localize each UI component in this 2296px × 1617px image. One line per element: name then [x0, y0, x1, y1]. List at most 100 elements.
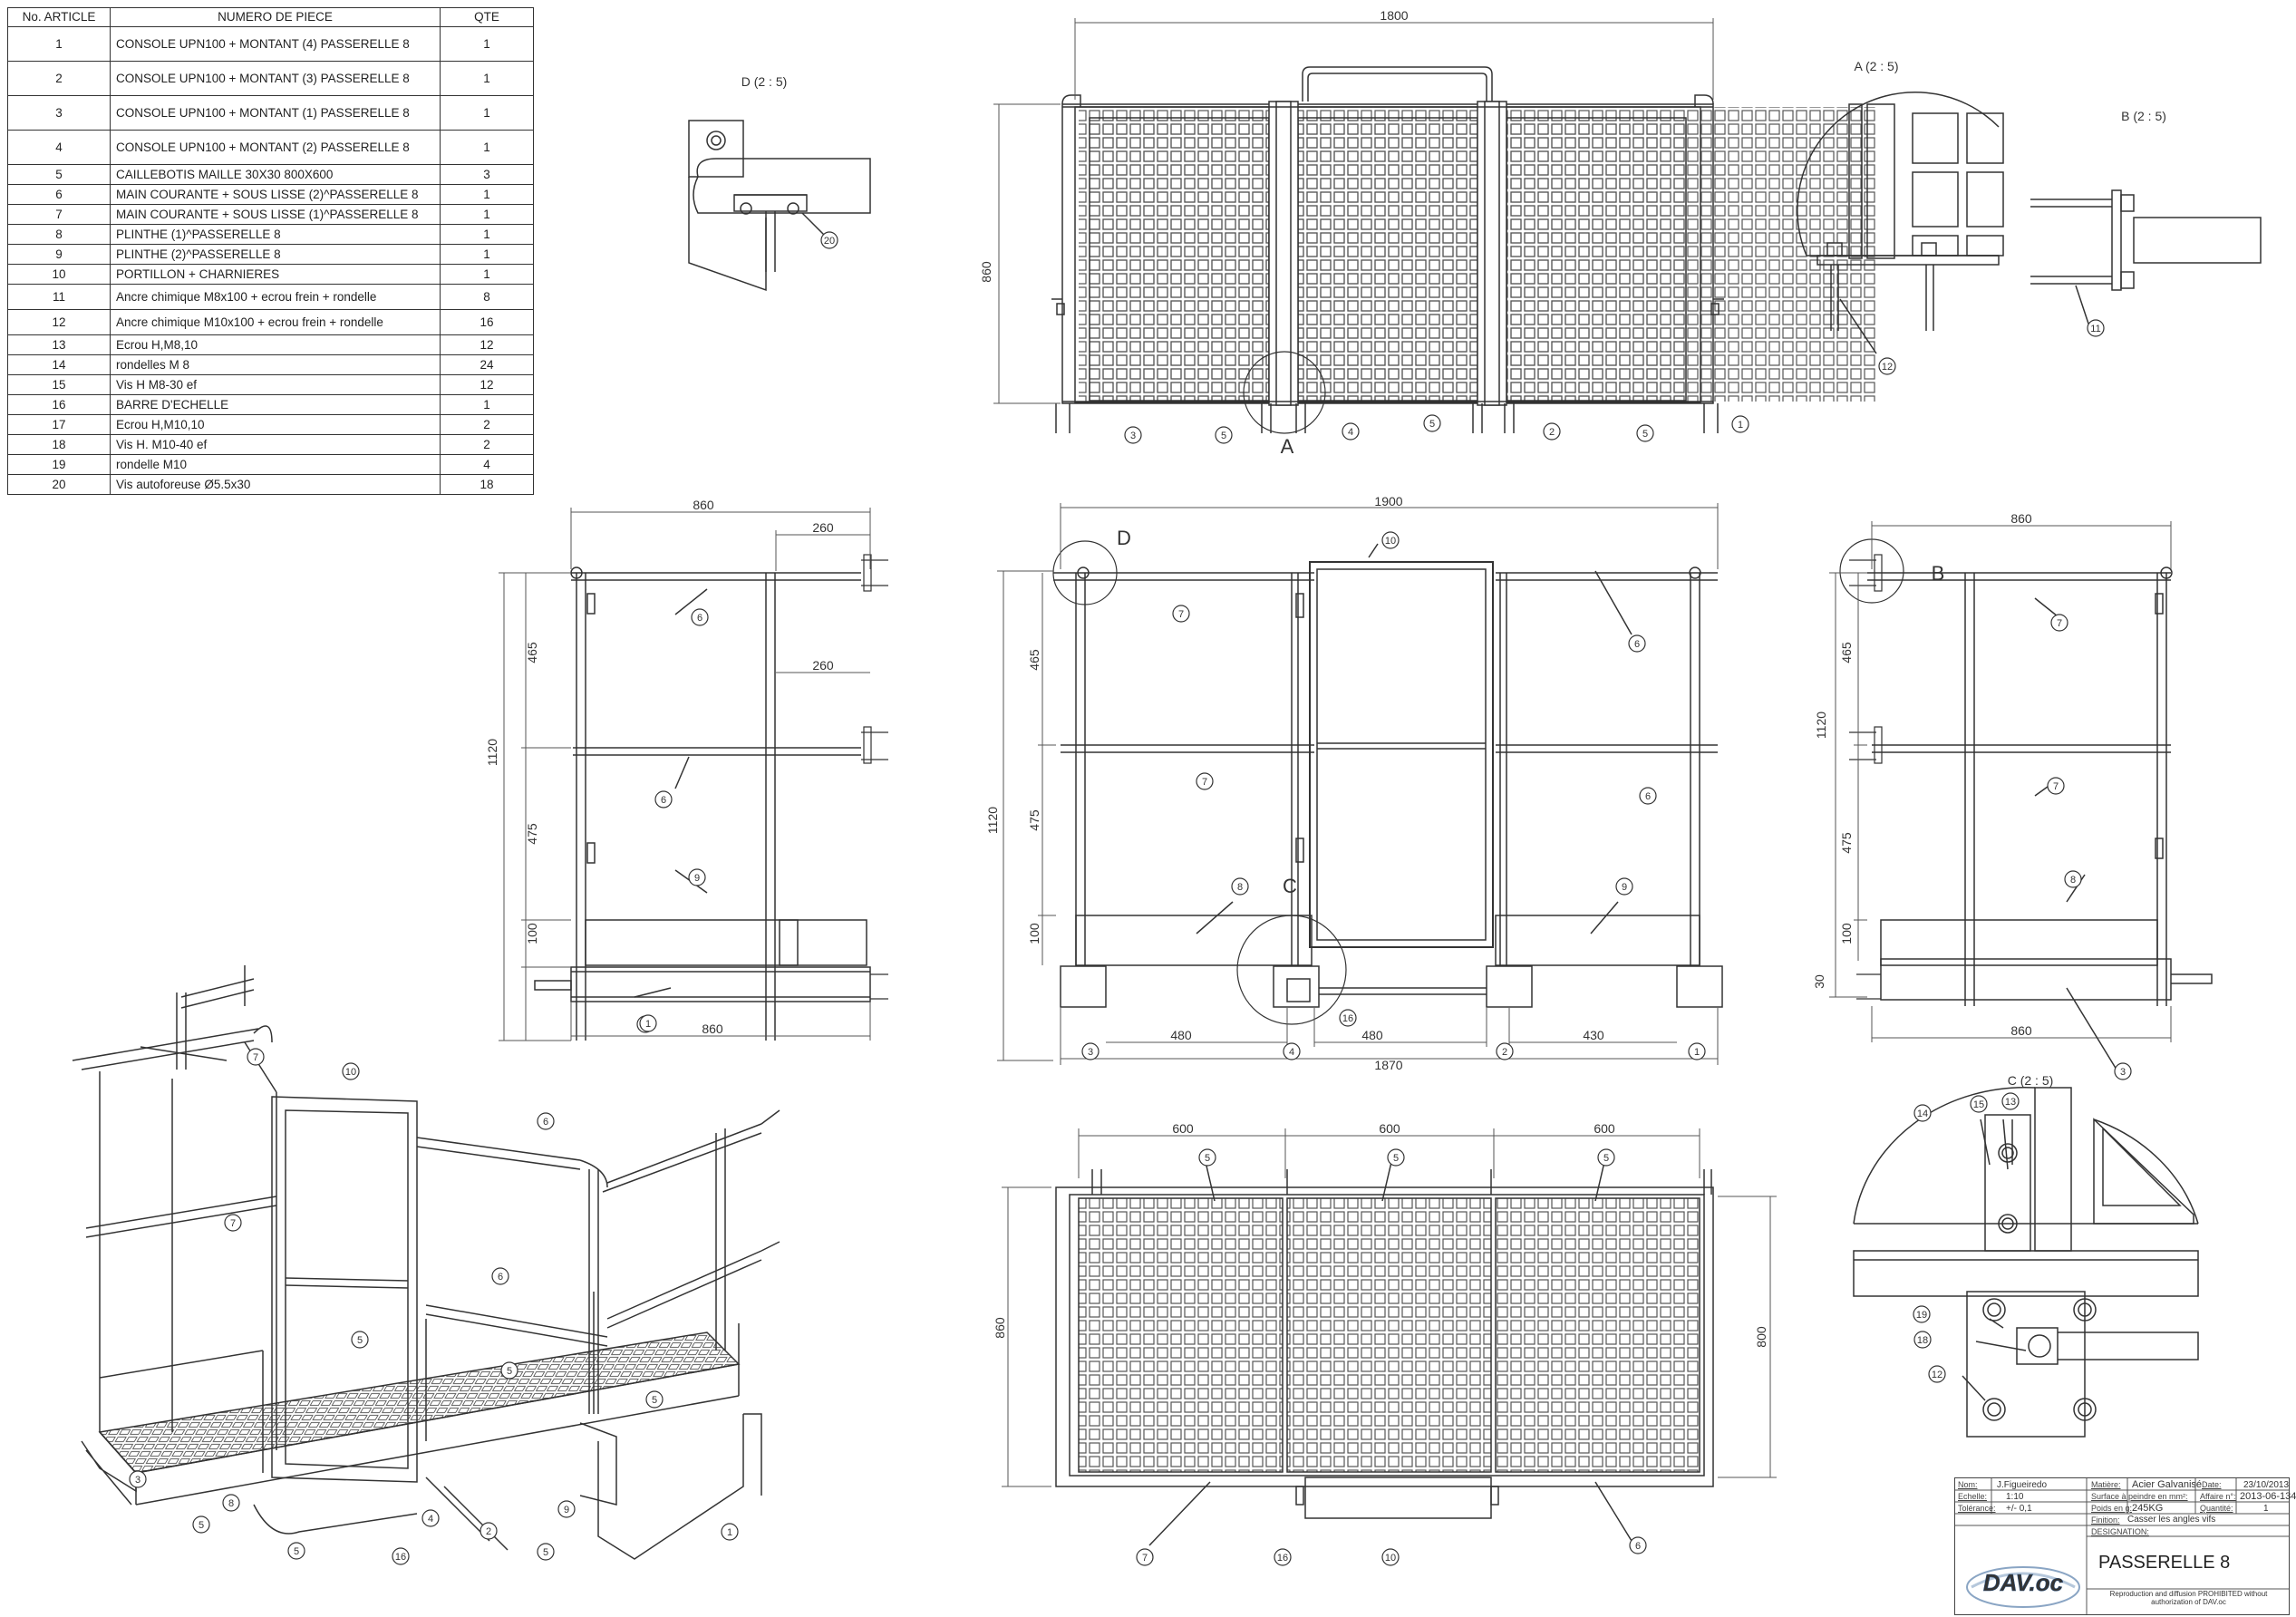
- dim-plan-600a: 600: [1172, 1121, 1194, 1136]
- item-balloon: 16: [392, 1547, 410, 1565]
- tb-finition-label: Finition:: [2091, 1515, 2120, 1525]
- dim-side-right-465: 465: [1839, 642, 1854, 663]
- svg-text:5: 5: [1642, 429, 1648, 440]
- tb-affaire-label: Affaire n°:: [2200, 1492, 2236, 1501]
- tb-finition: Casser les angles vifs: [2127, 1515, 2216, 1525]
- svg-text:5: 5: [1429, 419, 1435, 430]
- dim-side-right-width: 860: [2010, 511, 2032, 526]
- title-block: Nom: J.Figueiredo Matière: Acier Galvani…: [1954, 1477, 2296, 1615]
- item-balloon: 12: [1878, 357, 1896, 375]
- item-balloon: 2: [1496, 1042, 1514, 1060]
- svg-text:10: 10: [1385, 1553, 1396, 1564]
- bom-article-cell: 2: [7, 61, 111, 96]
- item-balloon: 1: [1731, 415, 1749, 433]
- dim-plan-860: 860: [993, 1317, 1007, 1339]
- detail-d-view: [688, 120, 871, 292]
- tb-echelle: 1:10: [2006, 1492, 2024, 1502]
- svg-text:1: 1: [727, 1527, 732, 1538]
- tb-poids-label: Poids en g:: [2091, 1504, 2133, 1513]
- svg-text:7: 7: [2057, 618, 2062, 629]
- item-balloon: 4: [1342, 422, 1360, 441]
- svg-text:5: 5: [1603, 1153, 1609, 1164]
- item-balloon: 9: [688, 868, 706, 886]
- svg-text:13: 13: [2005, 1097, 2016, 1108]
- item-balloon: 7: [224, 1214, 242, 1232]
- bom-piece-cell: CONSOLE UPN100 + MONTANT (4) PASSERELLE …: [110, 26, 441, 62]
- svg-text:8: 8: [2070, 875, 2076, 886]
- bom-header-article: No. ARTICLE: [7, 7, 111, 27]
- svg-text:5: 5: [1393, 1153, 1399, 1164]
- bom-piece-cell: MAIN COURANTE + SOUS LISSE (1)^PASSERELL…: [110, 204, 441, 225]
- bom-piece-cell: CONSOLE UPN100 + MONTANT (1) PASSERELLE …: [110, 95, 441, 131]
- bom-article-cell: 20: [7, 474, 111, 495]
- bom-header-row: No. ARTICLE NUMERO DE PIECE QTE: [7, 7, 534, 27]
- svg-text:7: 7: [230, 1218, 236, 1229]
- section-letter-b: B: [1932, 562, 1945, 585]
- svg-text:9: 9: [694, 873, 700, 884]
- item-balloon: 5: [1198, 1148, 1216, 1167]
- item-balloon: 6: [1639, 787, 1657, 805]
- item-balloon: 3: [129, 1470, 147, 1488]
- bom-article-cell: 19: [7, 454, 111, 475]
- tb-copyright: Reproduction and diffusion PROHIBITED wi…: [2109, 1590, 2268, 1606]
- svg-text:8: 8: [1237, 882, 1243, 893]
- bom-piece-cell: CONSOLE UPN100 + MONTANT (2) PASSERELLE …: [110, 130, 441, 165]
- svg-text:7: 7: [253, 1052, 258, 1063]
- dim-front-480b: 480: [1361, 1028, 1383, 1042]
- svg-text:20: 20: [824, 236, 835, 247]
- item-balloon: 7: [1172, 605, 1190, 623]
- item-balloon: 2: [1543, 422, 1561, 441]
- svg-text:2: 2: [1549, 427, 1555, 438]
- section-letter-a: A: [1281, 435, 1294, 458]
- item-balloon: 8: [222, 1494, 240, 1512]
- item-balloon: 1: [639, 1014, 657, 1032]
- tb-affaire: 2013-06-134: [2240, 1491, 2296, 1502]
- item-balloon: 12: [1928, 1365, 1946, 1383]
- svg-text:2: 2: [1502, 1047, 1507, 1058]
- dim-side-right-1120: 1120: [1814, 712, 1828, 739]
- section-letter-c: C: [1283, 875, 1297, 897]
- item-balloon: 8: [1231, 877, 1249, 896]
- svg-text:11: 11: [2090, 324, 2100, 334]
- tb-quantite: 1: [2263, 1504, 2269, 1514]
- dim-side-right-475: 475: [1839, 832, 1854, 854]
- item-balloon: 10: [342, 1062, 360, 1080]
- svg-text:2: 2: [486, 1526, 491, 1537]
- dim-top-width: 1800: [1380, 8, 1408, 23]
- dim-side-right-100: 100: [1839, 923, 1854, 944]
- item-balloon: 1: [721, 1523, 739, 1541]
- dim-front-475: 475: [1027, 809, 1041, 831]
- svg-text:3: 3: [1130, 431, 1136, 441]
- davoc-logo-icon: DAV.oc: [1966, 1566, 2080, 1608]
- item-balloon: 11: [2087, 319, 2105, 337]
- item-balloon: 5: [1215, 426, 1233, 444]
- svg-text:9: 9: [564, 1505, 569, 1515]
- dim-side-left-260b: 260: [812, 658, 834, 673]
- dim-side-left-width: 860: [693, 498, 714, 512]
- svg-text:16: 16: [1277, 1553, 1288, 1564]
- isometric-view: [72, 965, 780, 1560]
- svg-text:6: 6: [498, 1272, 503, 1283]
- bom-qte-cell: 1: [440, 26, 534, 62]
- item-balloon: 16: [1274, 1548, 1292, 1566]
- item-balloon: 6: [654, 790, 673, 808]
- item-balloon: 2: [480, 1522, 498, 1540]
- dim-top-height: 860: [979, 261, 993, 283]
- section-letter-d: D: [1117, 527, 1131, 549]
- tb-matiere-label: Matière:: [2091, 1480, 2121, 1489]
- svg-text:10: 10: [1385, 536, 1396, 547]
- bom-article-cell: 3: [7, 95, 111, 131]
- svg-text:5: 5: [1205, 1153, 1210, 1164]
- bom-piece-cell: MAIN COURANTE + SOUS LISSE (2)^PASSERELL…: [110, 184, 441, 205]
- item-balloon: 6: [691, 608, 709, 626]
